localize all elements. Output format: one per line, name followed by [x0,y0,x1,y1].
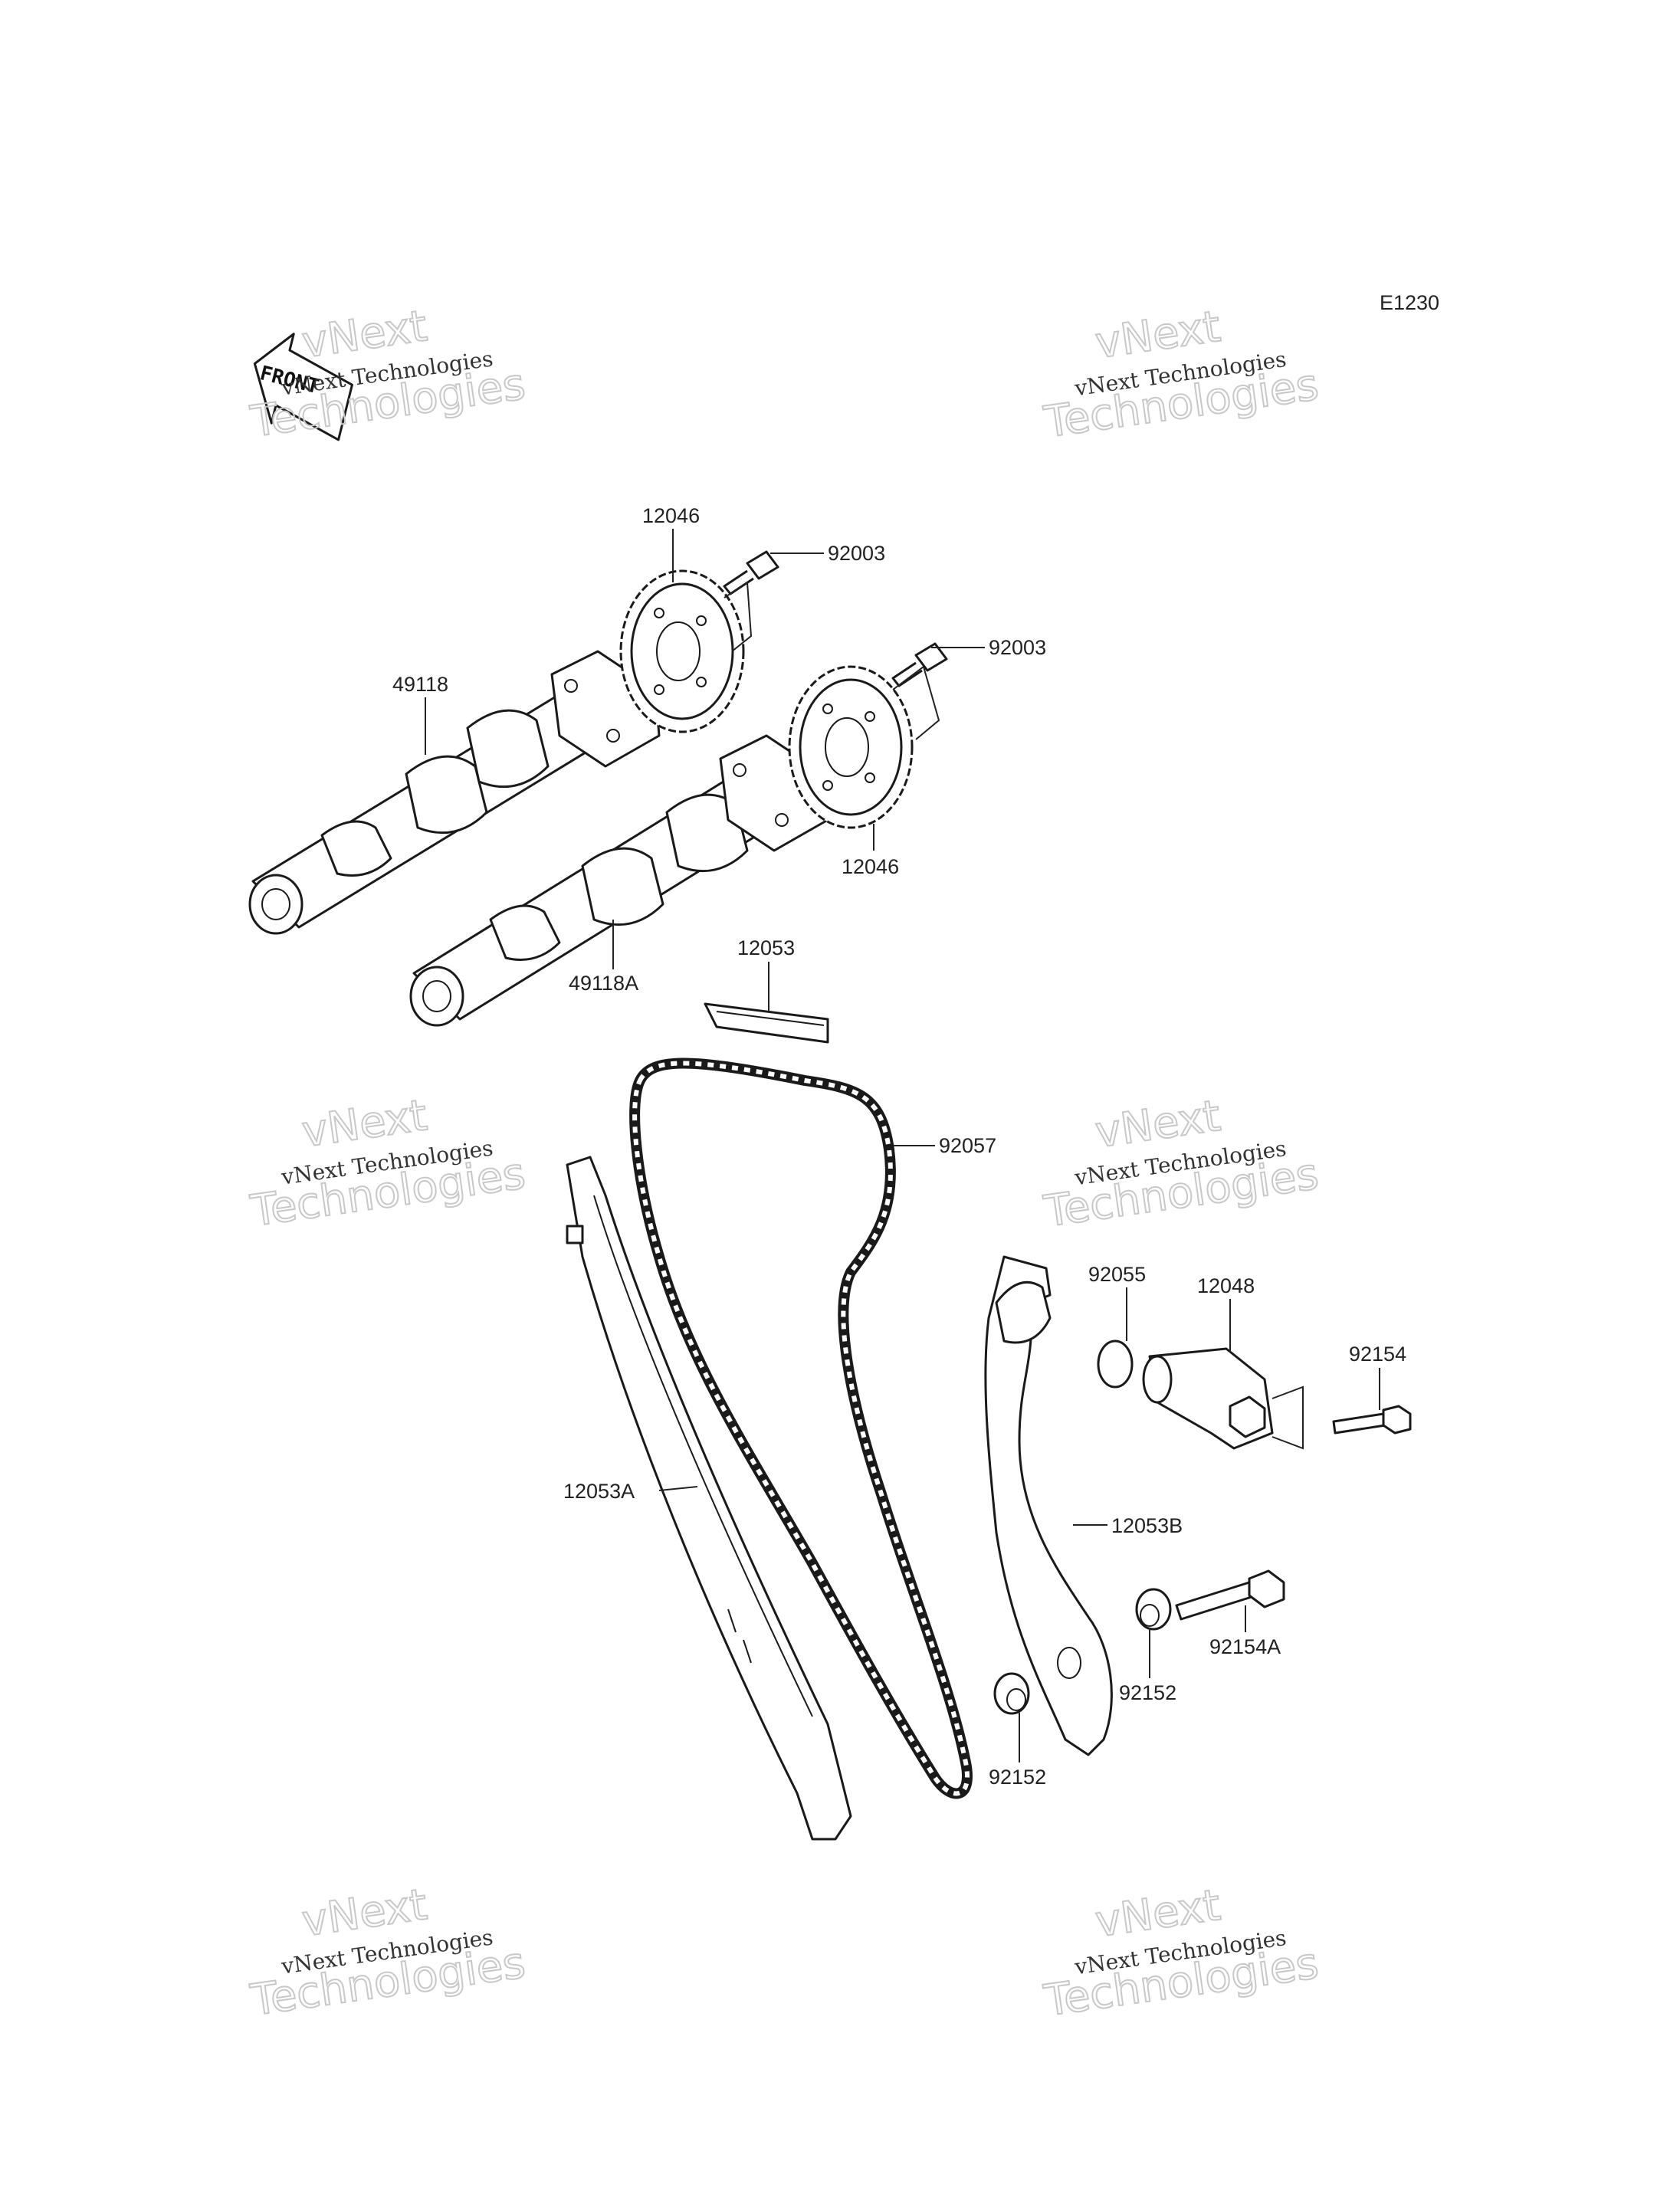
bolt-lower [891,642,948,687]
label-tensioner-bolt: 92154 [1349,1343,1406,1366]
camshaft-upper [248,650,661,935]
label-guide-left: 12053A [563,1480,635,1503]
watermark-2: vNext Technologies vNext Technologies [1040,301,1322,449]
label-camshaft-upper: 49118 [392,673,448,696]
tensioner-bolt [1332,1405,1412,1435]
label-sprocket-upper: 12046 [642,504,700,527]
watermark-5: vNext Technologies vNext Technologies [247,1879,529,2027]
guide-left [566,1156,852,1841]
label-guide-top: 12053 [737,936,795,959]
part-labels: 12046 92003 92003 49118 12046 49118A 120… [392,504,1406,1789]
watermark-3: vNext Technologies vNext Technologies [247,1090,529,1238]
tensioner [1142,1347,1274,1450]
label-bolt-upper: 92003 [828,542,885,565]
watermark-4: vNext Technologies vNext Technologies [1040,1090,1322,1238]
label-washer-lower: 92152 [989,1766,1046,1789]
label-camshaft-lower: 49118A [569,972,638,995]
guide-top [704,1002,829,1044]
o-ring [1097,1340,1134,1389]
washer-upper [1135,1588,1172,1631]
guide-right [984,1255,1113,1756]
timing-chain [629,1058,973,1799]
label-chain: 92057 [939,1134,996,1157]
front-arrow-icon: FRONT [253,333,353,441]
label-o-ring: 92055 [1088,1263,1146,1286]
bolt-upper [723,550,779,595]
label-tensioner: 12048 [1197,1274,1255,1297]
label-pivot-bolt: 92154A [1209,1635,1281,1658]
watermark-6: vNext Technologies vNext Technologies [1040,1880,1322,2028]
pivot-bolt [1175,1569,1285,1621]
diagram-code: E1230 [1380,291,1439,314]
camshaft-lower [409,734,829,1027]
label-washer-upper: 92152 [1119,1681,1176,1704]
leader-lines [425,529,1380,1763]
sprocket-upper [619,569,745,733]
label-sprocket-lower: 12046 [842,855,899,878]
label-guide-right: 12053B [1111,1514,1183,1537]
label-bolt-lower: 92003 [989,636,1046,659]
washer-lower [993,1672,1030,1715]
sprocket-lower [788,665,914,829]
